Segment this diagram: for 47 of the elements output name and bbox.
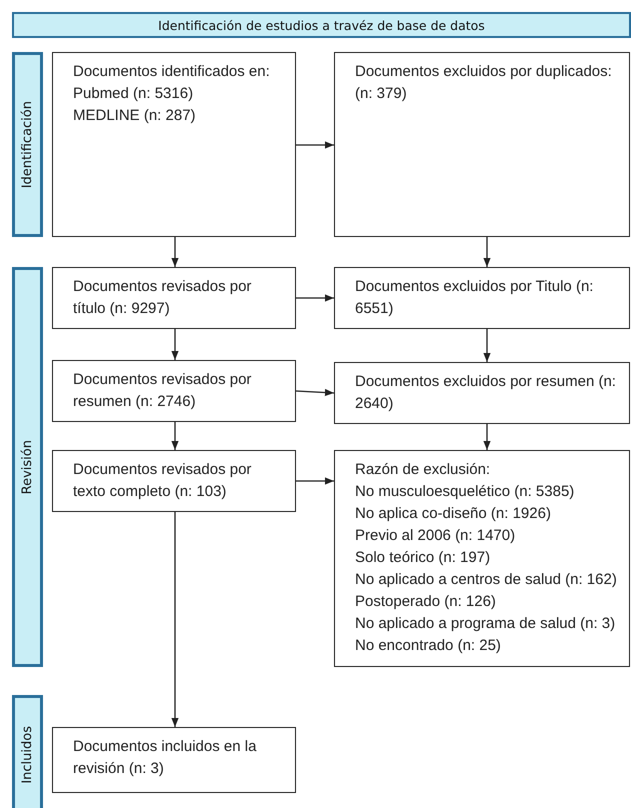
phase-label: Incluidos [20,726,35,784]
box-text: Previo al 2006 (n: 1470) [355,526,516,546]
box-text: Documentos revisados por título (n: 9297) [73,277,252,319]
arrow [171,422,179,450]
process-box [334,362,630,424]
process-box [52,727,296,793]
box-text: Documentos revisados por texto completo (n: 103) [73,460,252,502]
process-box [52,360,296,422]
arrow [296,294,334,302]
header-band [12,12,631,38]
box-text: Solo teórico (n: 197) [355,548,492,568]
arrow [483,424,491,450]
phase-label: Revisión [20,440,35,494]
box-text: Documentos excluidos por duplicados: (n: 379) [355,62,613,104]
arrow [171,237,179,267]
header-title: Identificación de estudios a travéz de base de datos [158,18,485,32]
box-text: No aplicado a programa de salud (n: 3) [355,614,616,634]
box-text: No encontrado (n: 25) [355,636,502,656]
box-text: Documentos excluidos por Titulo (n: 6551) [355,277,594,319]
arrow [296,388,334,396]
phase-band [12,267,43,667]
process-box [52,267,296,329]
phase-band [12,52,43,237]
process-box [52,52,296,237]
arrow [171,512,179,727]
box-text: Documentos incluidos en la revisión (n: 3) [73,737,258,779]
process-box [52,450,296,512]
arrow [296,477,334,485]
box-text: No aplica co-diseño (n: 1926) [355,504,552,524]
process-box [334,267,630,329]
box-text: Postoperado (n: 126) [355,592,497,612]
box-text: No musculoesquelético (n: 5385) [355,482,576,502]
process-box [334,450,630,667]
box-text: Documentos revisados por resumen (n: 2746) [73,370,252,412]
box-text: Razón de exclusión: [355,460,492,480]
box-text: Documentos identificados en: [73,62,271,82]
phase-band [12,695,43,808]
arrow [483,329,491,362]
process-box [334,52,630,237]
box-text: No aplicado a centros de salud (n: 162) [355,570,617,590]
box-text: Pubmed (n: 5316) [73,84,194,104]
arrow [296,141,334,149]
phase-label: Identificación [20,100,35,188]
arrow [171,329,179,360]
box-text: MEDLINE (n: 287) [73,106,197,126]
arrow [483,237,491,267]
box-text: Documentos excluidos por resumen (n: 2640) [355,372,617,414]
